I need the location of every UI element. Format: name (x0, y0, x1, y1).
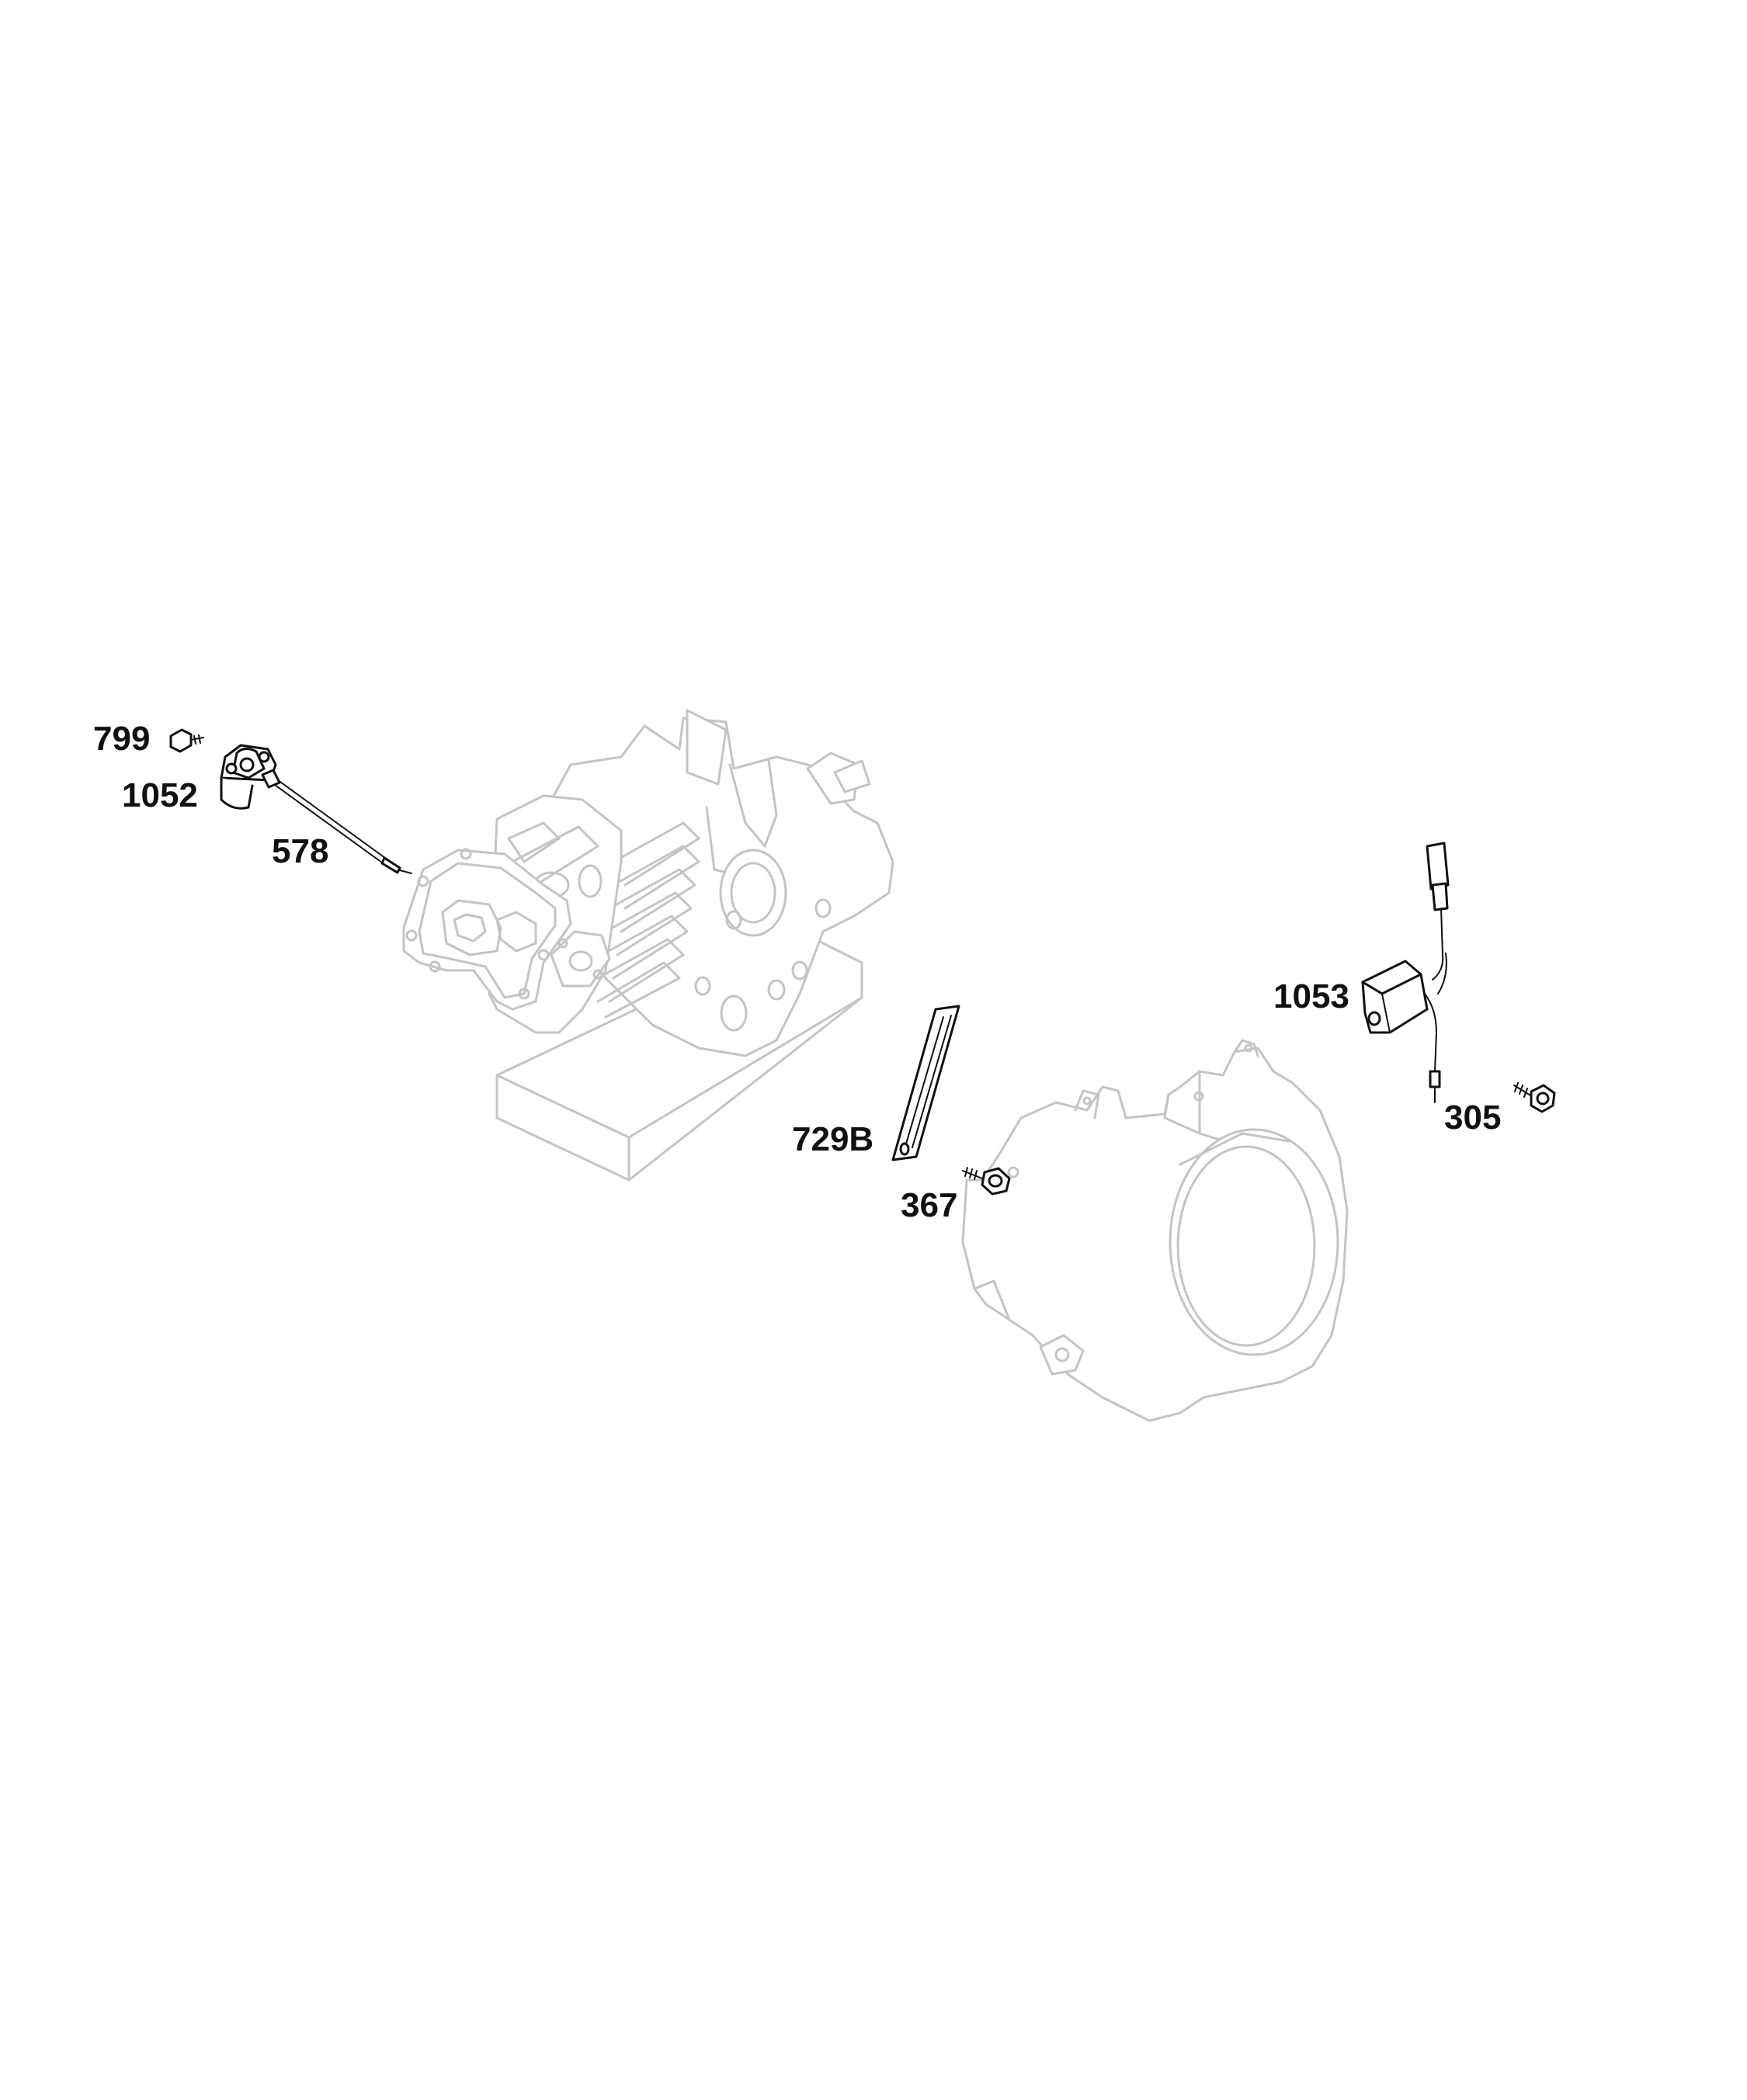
screw-305 (1513, 1082, 1556, 1113)
screw-367 (962, 1167, 1011, 1196)
blower-housing (961, 1039, 1349, 1422)
part-label-729b: 729B (792, 1120, 874, 1158)
engine-block (402, 709, 894, 1182)
part-label-1053: 1053 (1273, 977, 1349, 1015)
part-label-305: 305 (1444, 1099, 1502, 1137)
part-label-799: 799 (93, 720, 151, 758)
wire-578 (261, 769, 412, 874)
strap-729B (891, 1005, 960, 1161)
oil-sensor-1052 (220, 744, 277, 810)
part-label-1052: 1052 (122, 776, 198, 814)
module-1053 (1361, 842, 1450, 1103)
part-label-578: 578 (272, 832, 329, 870)
part-label-367: 367 (901, 1186, 958, 1224)
screw-799 (169, 728, 204, 753)
